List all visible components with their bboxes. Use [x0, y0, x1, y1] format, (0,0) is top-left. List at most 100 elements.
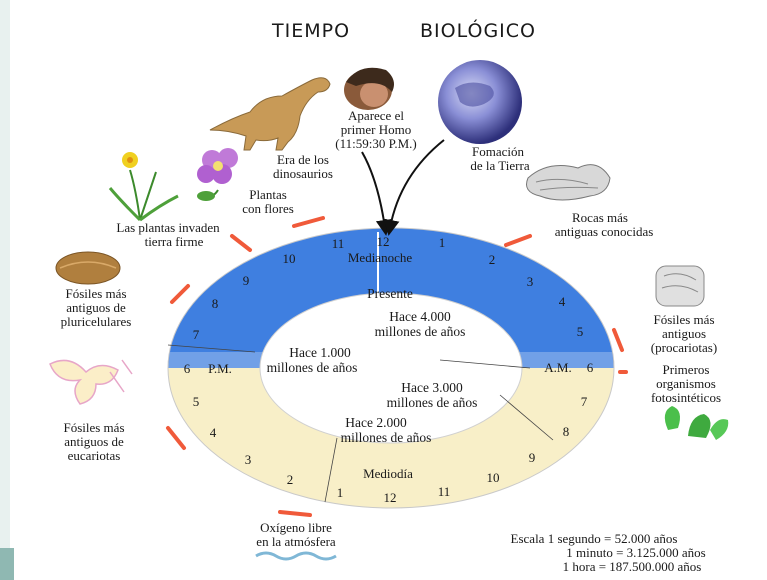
hour-10-am: 10	[487, 470, 500, 485]
dino-label-1: Era de los	[277, 152, 329, 167]
eukaryotes-label-3: eucariotas	[68, 448, 121, 463]
hour-3-pm: 3	[245, 452, 252, 467]
midnight-label: Medianoche	[348, 250, 412, 265]
marker-oxygen	[278, 510, 312, 517]
dino-label-2: dinosaurios	[273, 166, 333, 181]
earth-globe-icon	[438, 60, 522, 144]
rocks-label-2: antiguas conocidas	[555, 224, 654, 239]
multicellular-label-1: Fósiles más	[65, 286, 126, 301]
multicellular-label-3: pluricelulares	[61, 314, 132, 329]
prokaryotes-label-1: Fósiles más	[653, 312, 714, 327]
m1000-line1: Hace 1.000	[289, 345, 351, 360]
dinosaur-icon	[209, 77, 331, 151]
marker-rocks	[504, 234, 532, 247]
hour-6-am: 6	[587, 360, 594, 375]
hour-9-pm: 9	[243, 273, 250, 288]
hour-2-am: 2	[489, 252, 496, 267]
eukaryotes-label-2: antiguos de	[64, 434, 124, 449]
hour-4-pm: 4	[210, 425, 217, 440]
hour-11-am: 11	[438, 484, 451, 499]
hour-7-am: 7	[581, 394, 588, 409]
hour-3-am: 3	[527, 274, 534, 289]
m4000-line1: Hace 4.000	[389, 309, 451, 324]
m2000-line1: Hace 2.000	[345, 415, 407, 430]
eukaryotes-label-1: Fósiles más	[63, 420, 124, 435]
hour-11-pm: 11	[332, 236, 345, 251]
hour-9-am: 9	[529, 450, 536, 465]
pm-label: P.M.	[208, 361, 232, 376]
marker-eukaryotes	[166, 426, 186, 450]
clock-hours: 12 1 2 3 4 5 6 7 8 9 10 11 12 1 2 3 4 5 …	[184, 234, 594, 505]
scale-line-3: 1 hora = 187.500.000 años	[563, 559, 702, 574]
day-ring	[168, 368, 614, 508]
marker-dinosaurs	[292, 216, 325, 228]
land-plants-label-2: tierra firme	[145, 234, 204, 249]
hour-2-pm: 2	[287, 472, 294, 487]
earth-label-1: Fomación	[472, 144, 524, 159]
earth-label-2: de la Tierra	[470, 158, 529, 173]
fossil-shell-icon	[55, 251, 121, 285]
scale-legend: Escala 1 segundo = 52.000 años 1 minuto …	[511, 531, 706, 574]
hour-6-pm: 6	[184, 361, 191, 376]
prokaryotes-label-3: (procariotas)	[651, 340, 717, 355]
am-label: A.M.	[544, 360, 571, 375]
homo-label-1: Aparece el	[348, 108, 404, 123]
hour-8-am: 8	[563, 424, 570, 439]
hour-1-am: 1	[439, 235, 446, 250]
hour-5-am: 5	[577, 324, 584, 339]
flowers-label-2: con flores	[242, 201, 294, 216]
homo-arrow	[361, 151, 392, 236]
scale-line-2: 1 minuto = 3.125.000 años	[566, 545, 706, 560]
scale-line-1: Escala 1 segundo = 52.000 años	[511, 531, 678, 546]
left-border	[0, 0, 10, 580]
m4000-line2: millones de años	[375, 324, 466, 339]
hour-8-pm: 8	[212, 296, 219, 311]
daffodil-icon	[108, 152, 179, 222]
hour-10-pm: 10	[283, 251, 296, 266]
oxygen-label-2: en la atmósfera	[256, 534, 336, 549]
title-word-2: BIOLÓGICO	[420, 20, 537, 42]
night-ring	[168, 228, 614, 368]
photosynthetic-organism-icon	[664, 406, 729, 440]
hour-12-top: 12	[377, 234, 390, 249]
event-markers	[166, 216, 628, 517]
early-human-icon	[344, 67, 394, 110]
marker-prokaryotes	[612, 328, 624, 352]
land-plants-label-1: Las plantas invaden	[116, 220, 220, 235]
m3000-line1: Hace 3.000	[401, 380, 463, 395]
rocks-label-1: Rocas más	[572, 210, 628, 225]
hour-12-noon: 12	[384, 490, 397, 505]
homo-label-2: primer Homo	[341, 122, 411, 137]
earth-arrow	[383, 139, 445, 236]
clock-ring	[167, 227, 615, 509]
prokaryotes-label-2: antiguos	[662, 326, 706, 341]
present-label: Presente	[367, 286, 413, 301]
multicellular-label-2: antiguos de	[66, 300, 126, 315]
m3000-line2: millones de años	[387, 395, 478, 410]
inner-time-labels: Presente Hace 4.000 millones de años Hac…	[267, 286, 478, 445]
flower-icon	[197, 148, 238, 201]
marker-multicellular	[170, 284, 190, 304]
noon-label: Mediodía	[363, 466, 413, 481]
m1000-line2: millones de años	[267, 360, 358, 375]
marker-land-plants	[230, 234, 252, 252]
photosynthetic-label-1: Primeros	[663, 362, 710, 377]
hour-1-pm: 1	[337, 485, 344, 500]
oxygen-label-1: Oxígeno libre	[260, 520, 332, 535]
eukaryote-cell-icon	[49, 359, 133, 405]
homo-label-3: (11:59:30 P.M.)	[335, 136, 417, 151]
photosynthetic-label-2: organismos	[656, 376, 716, 391]
oxygen-wave-icon	[255, 551, 337, 561]
hour-5-pm: 5	[193, 394, 200, 409]
photosynthetic-label-3: fotosintéticos	[651, 390, 721, 405]
m2000-line2: millones de años	[341, 430, 432, 445]
left-border-accent	[0, 548, 14, 580]
inner-ring-hole	[259, 292, 523, 444]
event-labels: Aparece el primer Homo (11:59:30 P.M.) F…	[61, 108, 721, 549]
hour-7-pm: 7	[193, 327, 200, 342]
title-word-1: TIEMPO	[272, 20, 351, 42]
prokaryote-fossil-icon	[655, 265, 705, 307]
hour-4-am: 4	[559, 294, 566, 309]
